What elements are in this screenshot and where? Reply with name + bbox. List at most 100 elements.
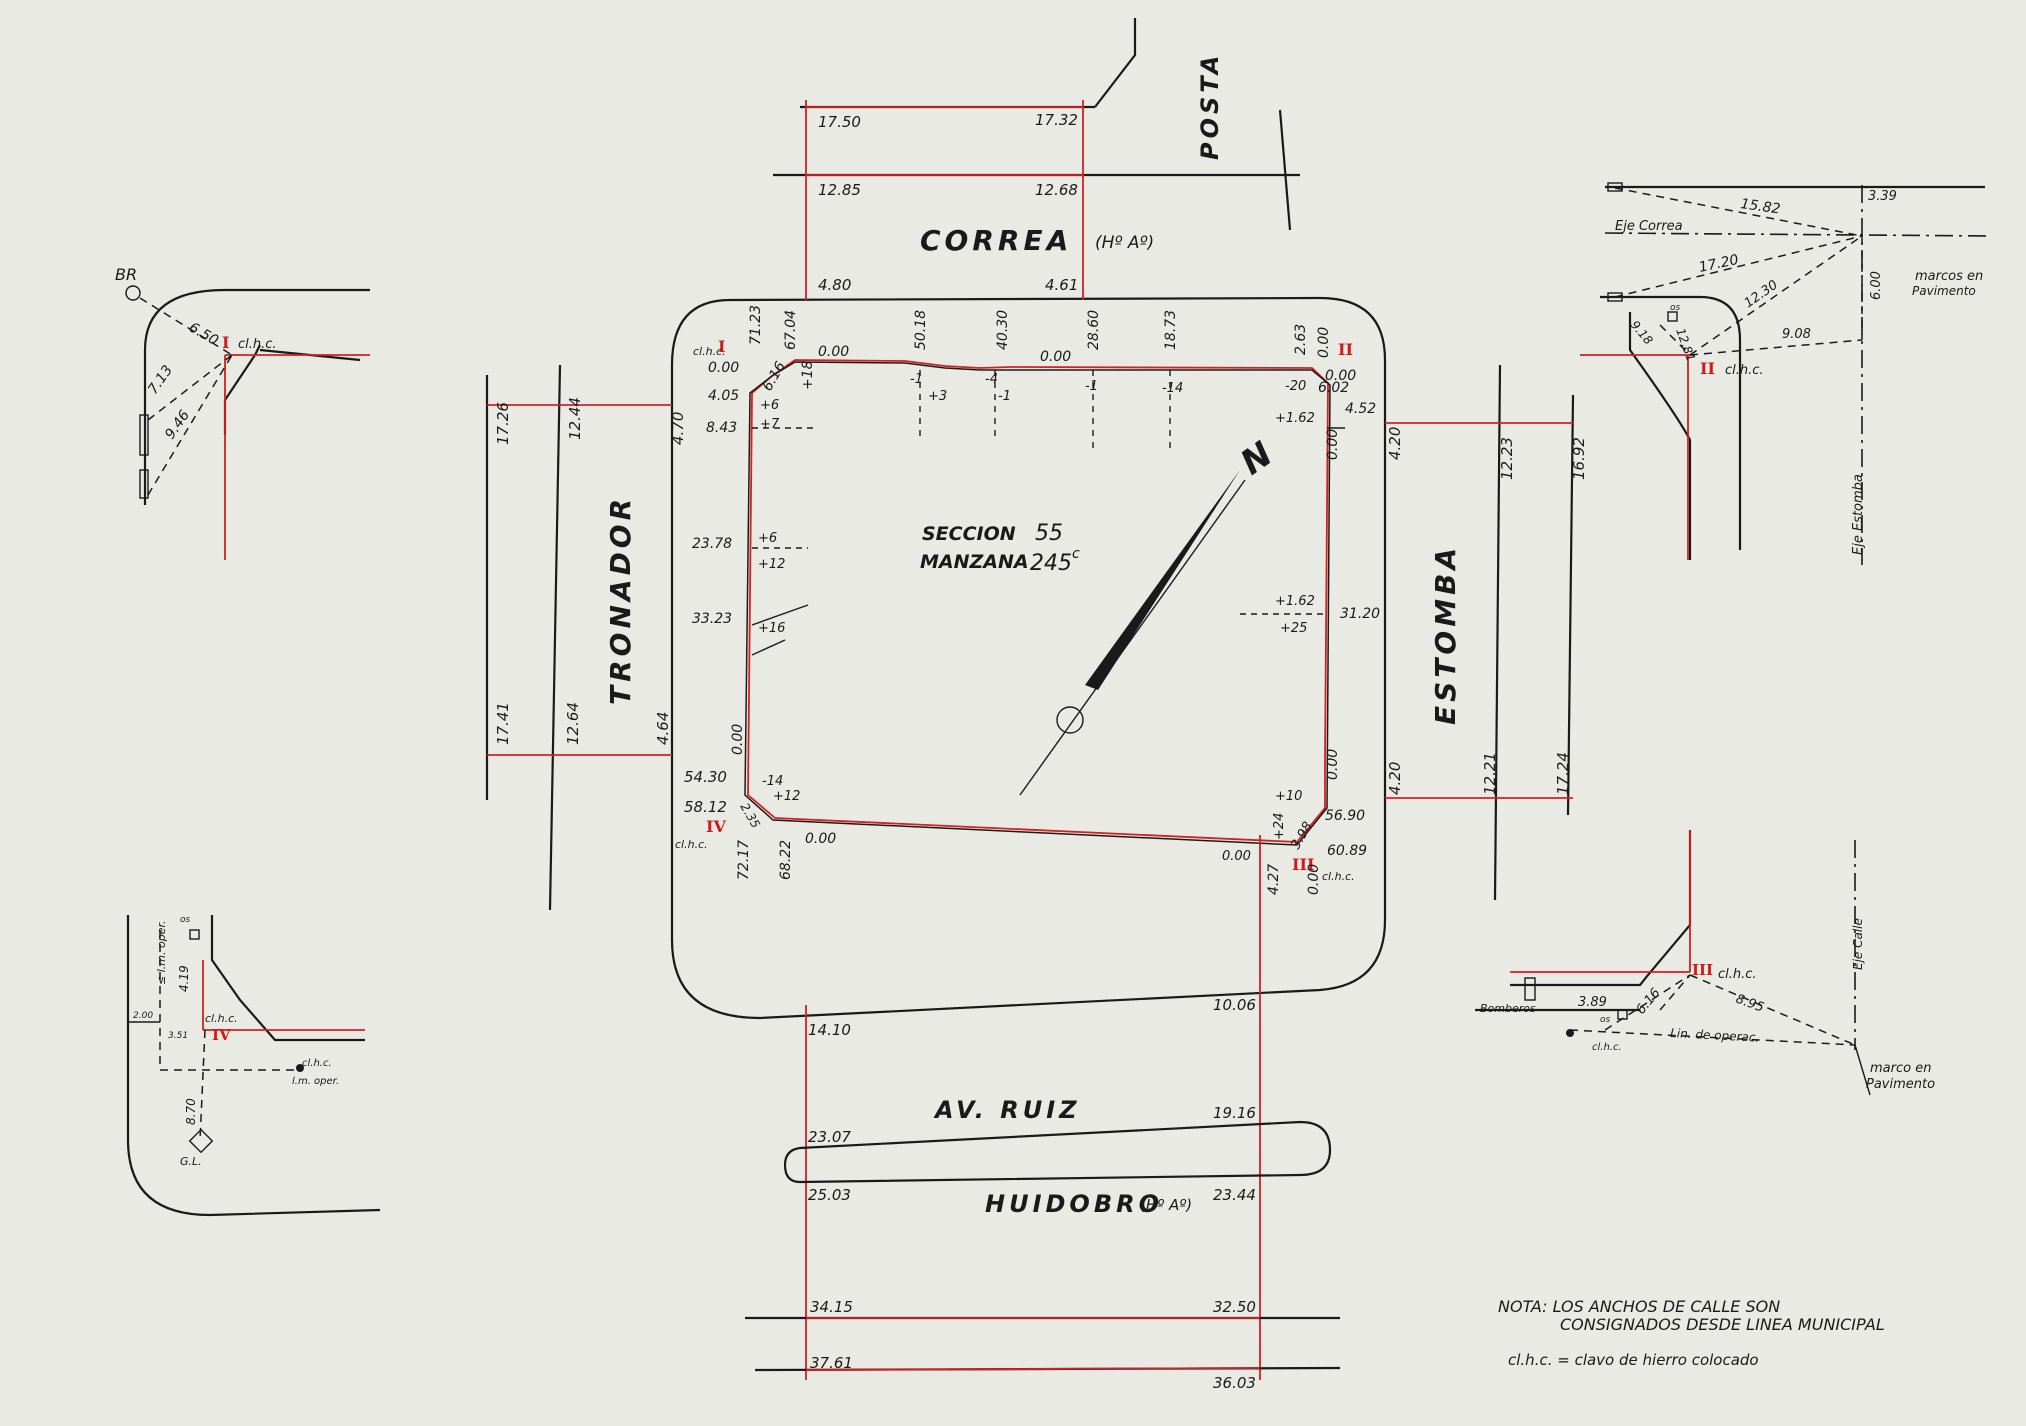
svg-text:Pavimento: Pavimento (1866, 1077, 1935, 1092)
marker-iv: IV (706, 817, 726, 836)
svg-text:12.68: 12.68 (1035, 181, 1078, 199)
svg-text:0.00: 0.00 (818, 344, 849, 360)
marker-i: I (718, 337, 725, 356)
posta-right-line (1278, 109, 1292, 231)
street-huidobro: HUIDOBRO (985, 1190, 1163, 1218)
street-tronador: TRONADOR (604, 495, 637, 705)
left-edge-labels: cl.h.c. 0.00 4.05 +6 8.43 +7 23.78 +6 +1… (684, 345, 836, 880)
svg-text:-14: -14 (762, 774, 783, 789)
svg-text:0.00: 0.00 (1325, 429, 1341, 460)
svg-text:17.41: 17.41 (494, 702, 512, 745)
svg-text:os: os (1670, 303, 1681, 313)
svg-text:Bomberos: Bomberos (1480, 1002, 1536, 1015)
svg-text:54.30: 54.30 (684, 768, 727, 786)
street-estomba: ESTOMBA (1429, 544, 1462, 725)
svg-text:+1.62: +1.62 (1275, 594, 1315, 609)
marker-ii: II (1338, 340, 1353, 359)
svg-text:Eje Estomba: Eje Estomba (1851, 474, 1866, 555)
svg-text:3.39: 3.39 (1868, 189, 1897, 204)
svg-text:0.00: 0.00 (730, 724, 746, 755)
street-correa: CORREA (920, 224, 1072, 257)
svg-text:17.24: 17.24 (1554, 752, 1572, 795)
svg-text:9.08: 9.08 (1782, 327, 1811, 342)
svg-text:4.52: 4.52 (1345, 401, 1376, 417)
svg-text:32.50: 32.50 (1213, 1298, 1256, 1316)
svg-text:23.78: 23.78 (692, 536, 732, 552)
seccion-label: SECCION (922, 523, 1016, 545)
marker-iii: III (1292, 855, 1314, 874)
svg-text:-1: -1 (910, 372, 923, 387)
bottom-red-row-2 (805, 1367, 1261, 1371)
svg-text:19.16: 19.16 (1213, 1104, 1256, 1122)
svg-text:cl.h.c.: cl.h.c. (205, 1012, 238, 1025)
svg-text:17.32: 17.32 (1035, 111, 1078, 129)
svg-text:+6: +6 (760, 398, 779, 413)
svg-text:4.20: 4.20 (1386, 762, 1404, 795)
svg-text:6.16: 6.16 (1634, 986, 1664, 1018)
svg-text:cl.h.c.: cl.h.c. (302, 1058, 332, 1069)
svg-text:12.21: 12.21 (1481, 752, 1499, 795)
svg-text:31.20: 31.20 (1340, 606, 1380, 622)
svg-text:8.43: 8.43 (706, 420, 737, 436)
posta-corner-line (1094, 18, 1137, 108)
svg-text:G.L.: G.L. (180, 1155, 202, 1168)
svg-text:4.70: 4.70 (669, 412, 687, 445)
svg-text:9.46: 9.46 (162, 408, 193, 443)
detail-bottom-left (126, 915, 381, 1217)
svg-text:0.00: 0.00 (1040, 349, 1071, 365)
detail-bottom-right-labels: Eje Calle III cl.h.c. Bomberos 3.89 os 6… (1480, 918, 1935, 1092)
interior-tick-marks (751, 370, 1345, 656)
svg-text:os: os (1600, 1015, 1611, 1025)
svg-text:os: os (180, 915, 191, 925)
svg-text:12.81: 12.81 (1673, 326, 1698, 363)
detail-top-left (125, 285, 370, 560)
svg-text:36.03: 36.03 (1213, 1374, 1256, 1392)
block-municipal-line (747, 359, 1329, 843)
svg-text:0.00: 0.00 (1306, 864, 1322, 895)
svg-text:BR: BR (115, 265, 137, 284)
svg-text:7.13: 7.13 (145, 363, 176, 398)
svg-text:18.73: 18.73 (1163, 310, 1179, 350)
block-inner-black-line (744, 361, 1331, 846)
svg-text:16.92: 16.92 (1570, 437, 1588, 480)
svg-text:33.23: 33.23 (692, 611, 732, 627)
svg-text:0.00: 0.00 (708, 360, 739, 376)
svg-text:6.00: 6.00 (1869, 271, 1884, 300)
manzana-sup: c (1072, 546, 1080, 562)
svg-text:cl.h.c.: cl.h.c. (1718, 967, 1757, 982)
top-dimensions: 17.50 17.32 12.85 12.68 4.80 4.61 (818, 111, 1078, 294)
svg-text:67.04: 67.04 (783, 310, 799, 350)
svg-text:NOTA: LOS ANCHOS DE CALLE SON: NOTA: LOS ANCHOS DE CALLE SON (1498, 1297, 1780, 1316)
svg-text:23.07: 23.07 (808, 1128, 851, 1146)
av-ruiz-island (783, 1120, 1332, 1184)
svg-text:Lin. de operac.: Lin. de operac. (1670, 1026, 1760, 1045)
svg-text:4.80: 4.80 (818, 276, 851, 294)
estomba-line-2 (1566, 394, 1575, 816)
svg-text:37.61: 37.61 (810, 1354, 853, 1372)
svg-text:+24: +24 (1272, 813, 1287, 840)
svg-text:4.05: 4.05 (708, 388, 739, 404)
svg-text:+16: +16 (758, 621, 785, 636)
detail-bottom-right (1475, 830, 1871, 1096)
svg-text:3.89: 3.89 (1578, 995, 1607, 1010)
right-edge-labels: +1.62 4.52 0.00 +1.62 31.20 +25 +10 0.00… (1222, 401, 1380, 895)
svg-text:+12: +12 (758, 557, 785, 572)
svg-text:-14: -14 (1162, 381, 1183, 396)
street-av-ruiz: AV. RUIZ (933, 1096, 1081, 1124)
svg-text:-20: -20 (1285, 379, 1306, 394)
nota-block: NOTA: LOS ANCHOS DE CALLE SON CONSIGNADO… (1498, 1297, 1885, 1369)
manzana-value: 245 (1030, 551, 1072, 576)
svg-text:23.44: 23.44 (1213, 1186, 1256, 1204)
svg-text:8.95: 8.95 (1734, 992, 1766, 1016)
svg-text:4.64: 4.64 (654, 712, 672, 745)
svg-text:4.20: 4.20 (1386, 427, 1404, 460)
svg-text:0.00: 0.00 (1325, 368, 1356, 384)
svg-text:marcos en: marcos en (1915, 269, 1983, 284)
svg-text:Eje Correa: Eje Correa (1615, 219, 1683, 234)
north-label: N (1234, 434, 1280, 483)
svg-text:CONSIGNADOS DESDE LINEA MUNICI: CONSIGNADOS DESDE LINEA MUNICIPAL (1560, 1315, 1885, 1334)
svg-text:71.23: 71.23 (748, 305, 764, 345)
svg-text:cl.h.c.: cl.h.c. (1322, 870, 1355, 883)
svg-text:72.17: 72.17 (736, 840, 752, 880)
